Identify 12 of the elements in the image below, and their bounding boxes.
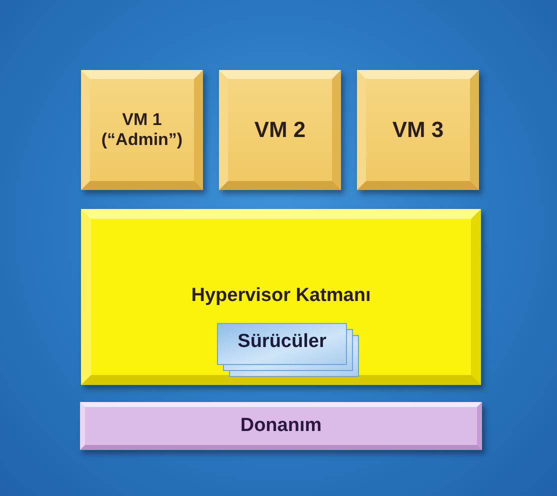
hardware-layer [80,402,482,450]
driver-stack [217,323,359,377]
block-label: VM 3 [391,117,445,143]
block-label: Donanım [240,415,322,437]
hypervisor-layer [81,209,481,385]
block-label: Sürücüler [236,331,328,353]
block-label: VM 1 (“Admin”) [100,110,184,150]
block-label: VM 2 [253,117,307,143]
block-label: Hypervisor Katmanı [190,285,372,307]
vm-block [357,70,479,190]
vm-block [81,70,203,190]
vm-block [219,70,341,190]
